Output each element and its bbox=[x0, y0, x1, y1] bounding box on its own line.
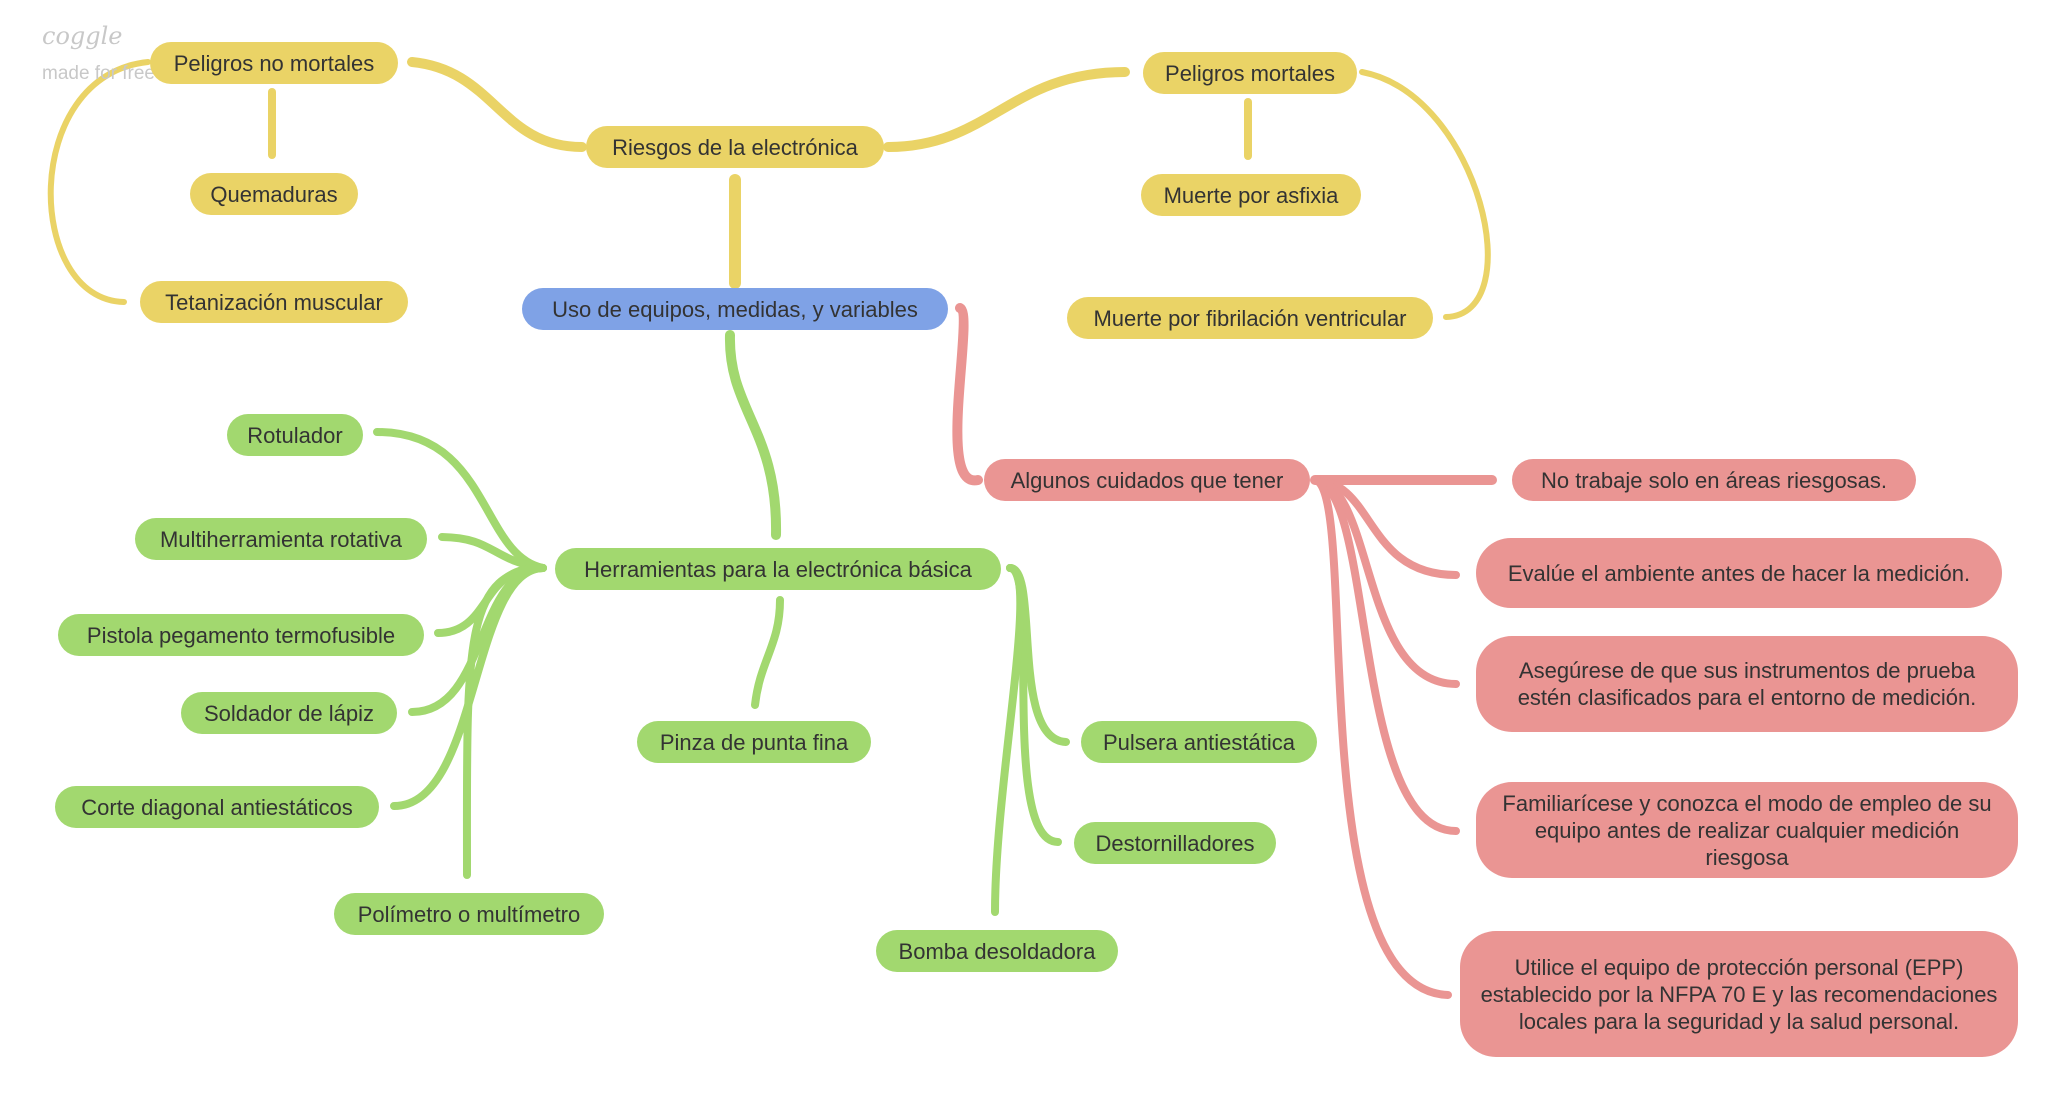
node-polimetro[interactable]: Polímetro o multímetro bbox=[334, 893, 604, 935]
node-soldador-lapiz[interactable]: Soldador de lápiz bbox=[181, 692, 397, 734]
branch-herramientas-rotulador bbox=[373, 428, 547, 572]
node-tetanizacion-muscular[interactable]: Tetanización muscular bbox=[140, 281, 408, 323]
node-utilice-epp[interactable]: Utilice el equipo de protección personal… bbox=[1460, 931, 2018, 1057]
node-bomba-desoldadora[interactable]: Bomba desoldadora bbox=[876, 930, 1118, 972]
branch-cuidados-familiaricese bbox=[1311, 476, 1460, 835]
branch-herramientas-pinza bbox=[751, 596, 784, 709]
node-quemaduras[interactable]: Quemaduras bbox=[190, 173, 358, 215]
node-pulsera-antiestatica[interactable]: Pulsera antiestática bbox=[1081, 721, 1317, 763]
branch-herramientas-bomba bbox=[991, 564, 1025, 916]
node-asegurese-instrumentos[interactable]: Asegúrese de que sus instrumentos de pru… bbox=[1476, 636, 2018, 732]
branch-riesgos-mortales bbox=[883, 67, 1130, 152]
branch-herramientas-polimetro bbox=[462, 564, 547, 879]
node-rotulador[interactable]: Rotulador bbox=[227, 414, 363, 456]
branch-mortales-fibrilacion bbox=[1359, 69, 1491, 320]
node-evalue-ambiente[interactable]: Evalúe el ambiente antes de hacer la med… bbox=[1476, 538, 2002, 608]
node-peligros-no-mortales[interactable]: Peligros no mortales bbox=[150, 42, 398, 84]
coggle-logo: coggle bbox=[42, 22, 123, 50]
node-muerte-por-asfixia[interactable]: Muerte por asfixia bbox=[1141, 174, 1361, 216]
branch-root-herramientas bbox=[724, 330, 782, 540]
branch-root-cuidados bbox=[952, 303, 983, 486]
node-peligros-mortales[interactable]: Peligros mortales bbox=[1143, 52, 1357, 94]
node-familiaricese-equipo[interactable]: Familiarícese y conozca el modo de emple… bbox=[1476, 782, 2018, 878]
node-multiherramienta-rotativa[interactable]: Multiherramienta rotativa bbox=[135, 518, 427, 560]
node-muerte-fibrilacion[interactable]: Muerte por fibrilación ventricular bbox=[1067, 297, 1433, 339]
node-herramientas-electronica[interactable]: Herramientas para la electrónica básica bbox=[555, 548, 1001, 590]
node-pinza-punta-fina[interactable]: Pinza de punta fina bbox=[637, 721, 871, 763]
branch-no-mortales-tetanizacion bbox=[47, 59, 151, 305]
node-no-trabaje-solo[interactable]: No trabaje solo en áreas riesgosas. bbox=[1512, 459, 1916, 501]
node-uso-de-equipos[interactable]: Uso de equipos, medidas, y variables bbox=[522, 288, 948, 330]
node-destornilladores[interactable]: Destornilladores bbox=[1074, 822, 1276, 864]
branch-cuidados-utilice bbox=[1311, 476, 1452, 999]
node-algunos-cuidados[interactable]: Algunos cuidados que tener bbox=[984, 459, 1310, 501]
node-corte-diagonal[interactable]: Corte diagonal antiestáticos bbox=[55, 786, 379, 828]
node-pistola-pegamento[interactable]: Pistola pegamento termofusible bbox=[58, 614, 424, 656]
branch-herramientas-multiherramienta bbox=[438, 533, 547, 572]
node-riesgos-electronica[interactable]: Riesgos de la electrónica bbox=[586, 126, 884, 168]
branch-herramientas-corte bbox=[390, 564, 547, 810]
branch-riesgos-no-mortales bbox=[407, 57, 587, 152]
